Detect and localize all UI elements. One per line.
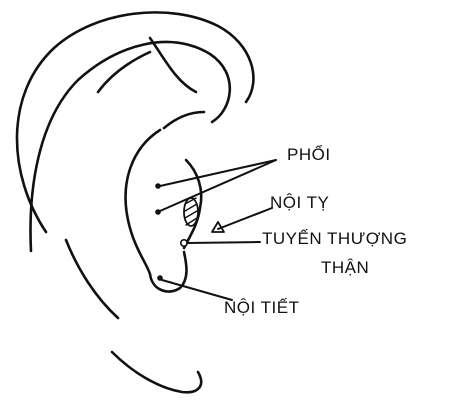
tuyen-leader (187, 242, 260, 243)
hatch-line (185, 211, 197, 218)
phoi-leader-lower (160, 160, 276, 211)
label-noi-ty: NỘI TỴ (270, 194, 329, 211)
ear-inner-helix (31, 42, 230, 251)
label-phoi: PHỔI (287, 146, 331, 163)
ear-antitragus (66, 240, 118, 318)
label-tuyen-thuong-than-line2: THẬN (321, 259, 369, 276)
ear-outer-helix (17, 12, 253, 232)
hatch-line (185, 204, 197, 211)
ear-antihelix-upper (98, 52, 150, 92)
label-tuyen-thuong-than-line1: TUYẾN THƯỢNG (262, 230, 407, 247)
ear-lobe-outline (112, 352, 201, 392)
phoi-leader-upper (160, 160, 276, 186)
ear-concha-fold (164, 112, 204, 128)
label-noi-tiet: NỘI TIẾT (224, 299, 299, 316)
ear-tragus (184, 160, 201, 248)
noi-ty-leader (218, 208, 272, 229)
